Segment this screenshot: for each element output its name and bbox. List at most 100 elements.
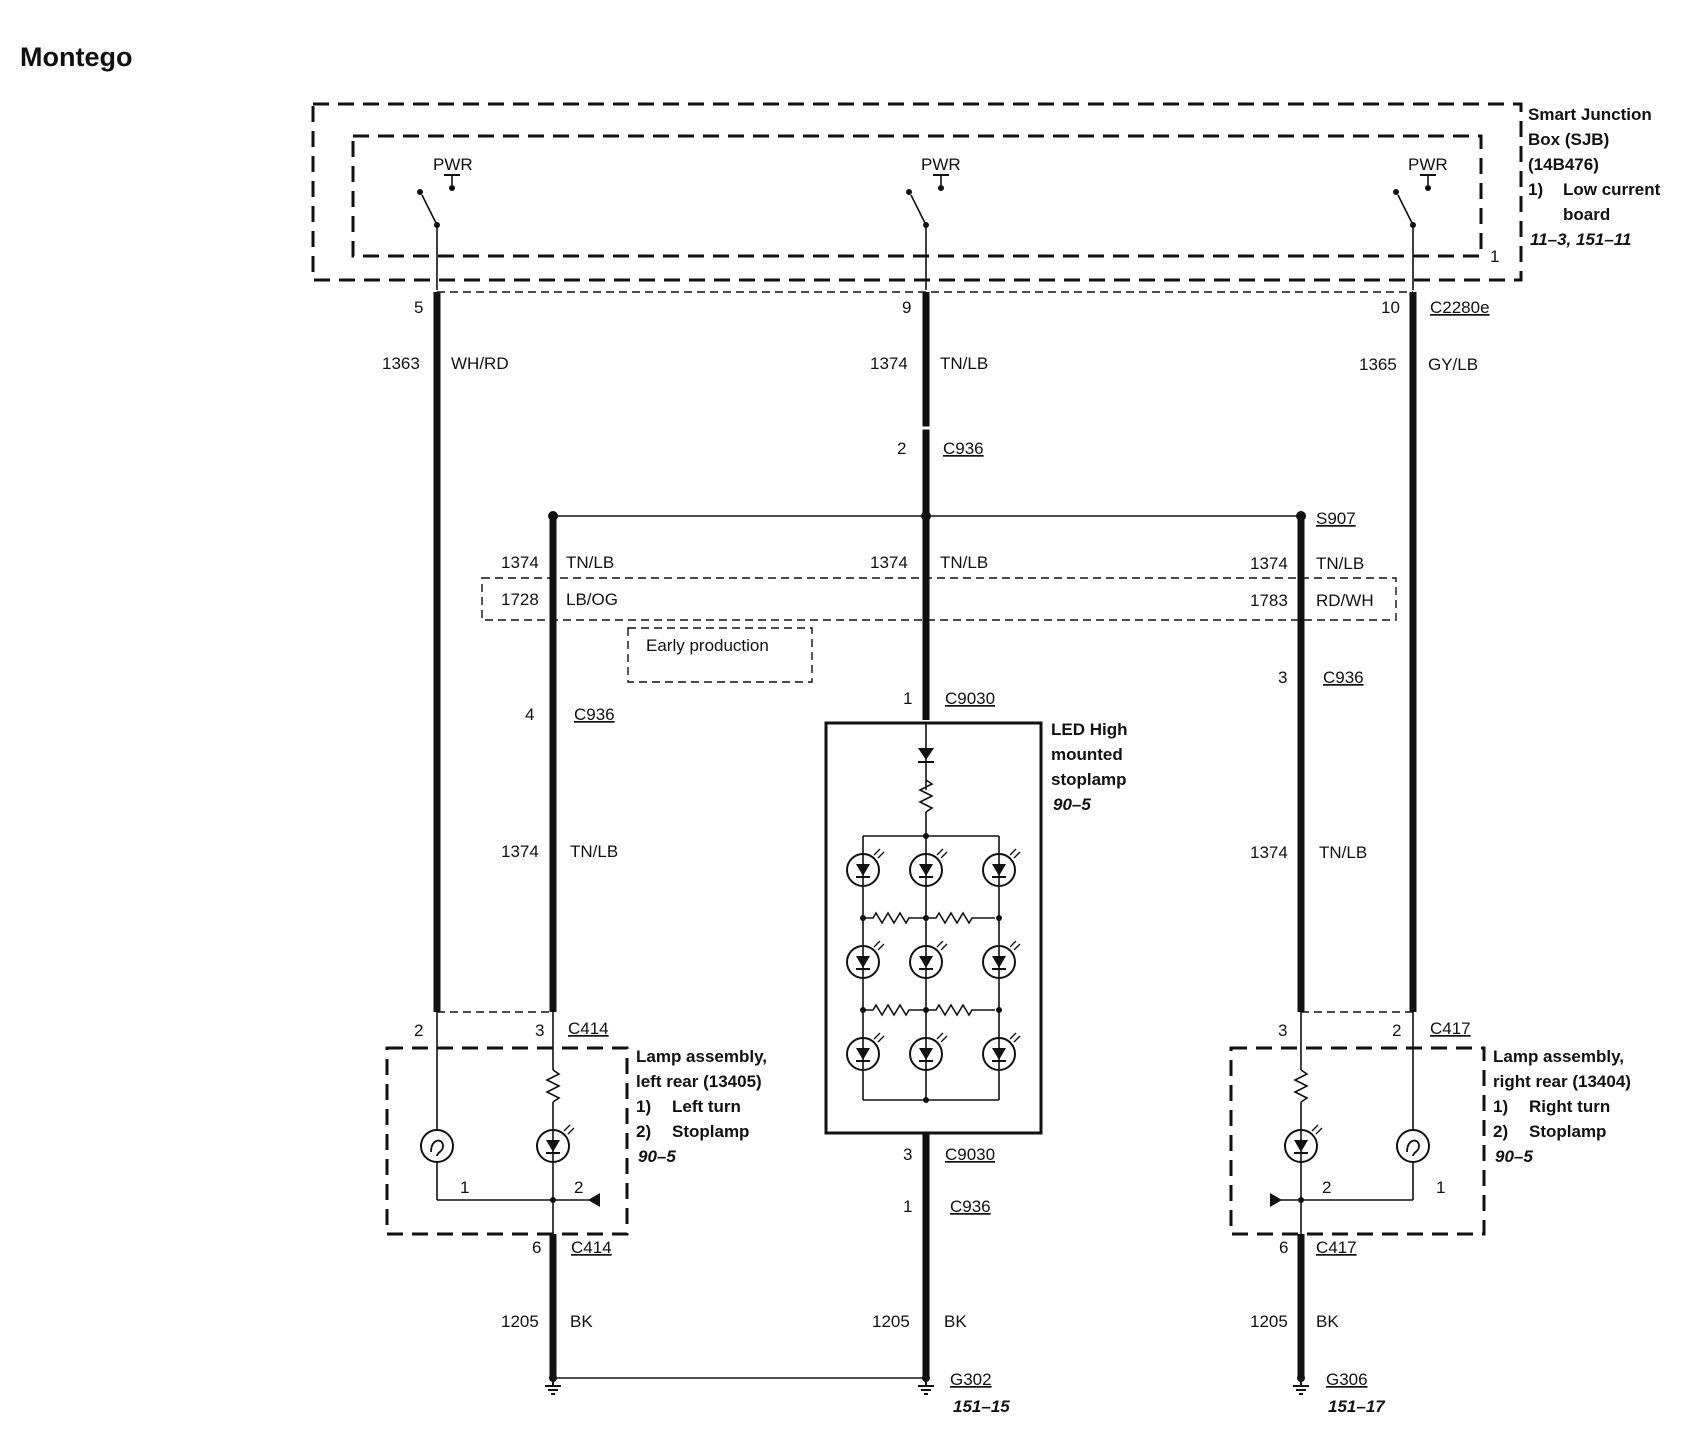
svg-text:TN/LB: TN/LB [1316,554,1364,573]
ground-g306-icon [1292,1373,1310,1395]
c9030-top-label: C9030 [945,689,995,708]
c414-bottom-label: C414 [571,1238,612,1257]
svg-text:2): 2) [1493,1122,1508,1141]
svg-text:1374: 1374 [1250,554,1288,573]
svg-text:left rear (13405): left rear (13405) [636,1072,762,1091]
svg-text:Lamp assembly,: Lamp assembly, [636,1047,767,1066]
pin-10: 10 [1381,298,1400,317]
svg-text:2: 2 [1392,1021,1401,1040]
c936-left-label: C936 [574,705,615,724]
svg-text:Box (SJB): Box (SJB) [1528,130,1609,149]
svg-text:TN/LB: TN/LB [1319,843,1367,862]
svg-text:3: 3 [1278,668,1287,687]
svg-text:1374: 1374 [501,553,539,572]
svg-text:right rear (13404): right rear (13404) [1493,1072,1631,1091]
svg-text:90–5: 90–5 [1495,1147,1533,1166]
c936-bottom-label: C936 [950,1197,991,1216]
led-stoplamp-label: LED High mounted stoplamp 90–5 [1051,720,1128,814]
svg-text:6: 6 [1279,1238,1288,1257]
wire-1365-color: GY/LB [1428,355,1478,374]
svg-text:1): 1) [636,1097,651,1116]
svg-text:BK: BK [944,1312,967,1331]
lamp-right-label: Lamp assembly, right rear (13404) 1) Rig… [1493,1047,1631,1166]
svg-text:1205: 1205 [1250,1312,1288,1331]
wire-1374-num-a: 1374 [870,354,908,373]
svg-text:1): 1) [1528,180,1543,199]
wire-1363-num: 1363 [382,354,420,373]
c936-center-label: C936 [943,439,984,458]
lamp-right-box [1229,1046,1486,1236]
svg-text:TN/LB: TN/LB [940,553,988,572]
c417-top-label: C417 [1430,1019,1471,1038]
c936-pin-2: 2 [897,439,906,458]
svg-text:Stoplamp: Stoplamp [672,1122,749,1141]
svg-text:6: 6 [532,1238,541,1257]
lamp-right-circuit [1270,1012,1430,1250]
early-production-label: Early production [646,636,769,655]
svg-text:2): 2) [636,1122,651,1141]
s907-label: S907 [1316,509,1356,528]
pwr-switch-left: PWR [416,155,473,290]
svg-text:Lamp assembly,: Lamp assembly, [1493,1047,1624,1066]
svg-text:1: 1 [1436,1178,1445,1197]
svg-text:1: 1 [903,1197,912,1216]
svg-text:Stoplamp: Stoplamp [1529,1122,1606,1141]
early-production-box [627,627,813,683]
svg-text:2: 2 [1322,1178,1331,1197]
svg-text:1): 1) [1493,1097,1508,1116]
wire-1728-num: 1728 [501,590,539,609]
lamp-left-label: Lamp assembly, left rear (13405) 1) Left… [636,1047,767,1166]
c936-right-label: C936 [1323,668,1364,687]
led-stoplamp-box [824,721,1043,1135]
svg-text:90–5: 90–5 [1053,795,1091,814]
svg-text:PWR: PWR [1408,155,1448,174]
svg-text:Low current: Low current [1563,180,1661,199]
wire-1783-color: RD/WH [1316,591,1374,610]
svg-text:1: 1 [903,689,912,708]
svg-text:4: 4 [525,705,534,724]
wire-1374-color-a: TN/LB [940,354,988,373]
svg-text:11–3, 151–11: 11–3, 151–11 [1530,230,1631,249]
g306-ref: 151–17 [1328,1397,1386,1416]
svg-text:stoplamp: stoplamp [1051,770,1127,789]
sjb-label: Smart Junction Box (SJB) (14B476) 1) Low… [1490,105,1661,266]
wire-1783-num: 1783 [1250,591,1288,610]
svg-text:LED High: LED High [1051,720,1128,739]
g302-label: G302 [950,1370,992,1389]
svg-text:PWR: PWR [433,155,473,174]
wire-1728-color: LB/OG [566,590,618,609]
g302-ref: 151–15 [953,1397,1010,1416]
sjb-low-current-board-box [351,134,1483,258]
pin-5: 5 [414,298,423,317]
c2280e-label: C2280e [1430,298,1490,317]
svg-text:TN/LB: TN/LB [566,553,614,572]
c9030-bottom-label: C9030 [945,1145,995,1164]
svg-text:3: 3 [1278,1021,1287,1040]
svg-text:1205: 1205 [501,1312,539,1331]
svg-text:1: 1 [1490,247,1499,266]
wire-1365-num: 1365 [1359,355,1397,374]
svg-text:1374: 1374 [501,842,539,861]
svg-text:Right turn: Right turn [1529,1097,1610,1116]
sjb-outer-box [311,102,1523,282]
svg-text:3: 3 [535,1021,544,1040]
svg-text:BK: BK [1316,1312,1339,1331]
g306-label: G306 [1326,1370,1368,1389]
svg-text:TN/LB: TN/LB [570,842,618,861]
c417-bottom-label: C417 [1316,1238,1357,1257]
wire-1363-color: WH/RD [451,354,509,373]
svg-text:3: 3 [903,1145,912,1164]
svg-text:1: 1 [460,1178,469,1197]
c414-top-label: C414 [568,1019,609,1038]
ground-left-icon [544,1373,562,1395]
svg-text:mounted: mounted [1051,745,1123,764]
svg-text:2: 2 [574,1178,583,1197]
svg-text:1374: 1374 [1250,843,1288,862]
svg-text:1374: 1374 [870,553,908,572]
svg-text:2: 2 [414,1021,423,1040]
ground-g302-icon [917,1373,935,1395]
page-title: Montego [20,42,132,72]
svg-text:1205: 1205 [872,1312,910,1331]
early-production-wire-box [481,577,1397,621]
pwr-switch-center: PWR [905,155,961,290]
